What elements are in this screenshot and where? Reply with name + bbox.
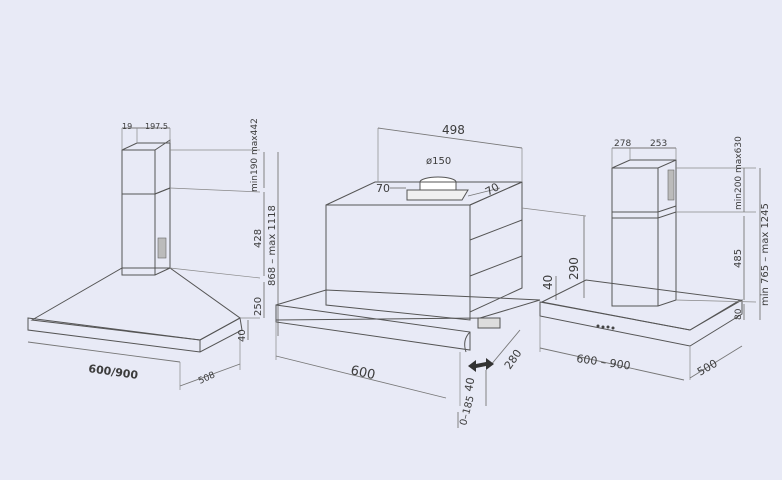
dim-min190-max442: min190 max442 <box>250 118 260 192</box>
dim-428: 428 <box>253 229 264 248</box>
telescopic-box-side <box>469 181 523 313</box>
dim-70-right: 70 <box>483 180 502 198</box>
chimney-lower-box <box>121 187 171 276</box>
dim-600-900-right: 600 – 900 <box>576 352 632 372</box>
dim-diameter-150: ø150 <box>426 156 451 167</box>
telescopic-hood-drawing <box>275 127 587 428</box>
dim-278: 278 <box>614 139 631 149</box>
duct-collar-icon <box>406 176 469 201</box>
island-vent-icon <box>667 169 675 201</box>
control-buttons-icon <box>596 324 615 330</box>
telescopic-box-front <box>325 204 471 321</box>
rail-handle-icon <box>477 317 501 329</box>
chimney-upper-box <box>121 139 171 195</box>
dim-600-center: 600 <box>349 363 376 383</box>
dim-500: 500 <box>695 357 720 379</box>
dim-70-left: 70 <box>376 182 390 195</box>
dim-485: 485 <box>733 249 744 268</box>
dim-600-900: 600/900 <box>88 362 140 382</box>
chimney-hood-drawing <box>27 127 279 390</box>
dim-197-5: 197.5 <box>145 122 168 131</box>
chimney-canopy <box>30 267 241 341</box>
dim-253: 253 <box>650 139 667 149</box>
vent-grille-icon <box>157 237 167 259</box>
dim-0-185: 0–185 <box>458 395 477 427</box>
island-hood-drawing <box>539 147 761 381</box>
double-arrow-icon <box>468 358 494 372</box>
dim-508: 508 <box>197 370 217 386</box>
dim-40-center: 40 <box>541 275 555 290</box>
island-chimney-lower <box>611 205 677 307</box>
dim-250: 250 <box>253 297 264 316</box>
dim-min200-max630: min200 max630 <box>734 136 744 210</box>
dim-80: 80 <box>734 308 744 320</box>
dim-40-left: 40 <box>237 329 248 342</box>
telescopic-front-panel <box>275 304 471 351</box>
telescopic-slide-rail <box>275 289 541 321</box>
dim-280: 280 <box>502 347 525 372</box>
dim-40-front: 40 <box>462 376 477 392</box>
dim-19: 19 <box>122 122 132 131</box>
dim-765-1245: min 765 – max 1245 <box>760 203 771 306</box>
dim-498: 498 <box>442 123 465 137</box>
dim-290: 290 <box>567 257 581 280</box>
dim-868-1118: 868 – max 1118 <box>267 205 278 286</box>
